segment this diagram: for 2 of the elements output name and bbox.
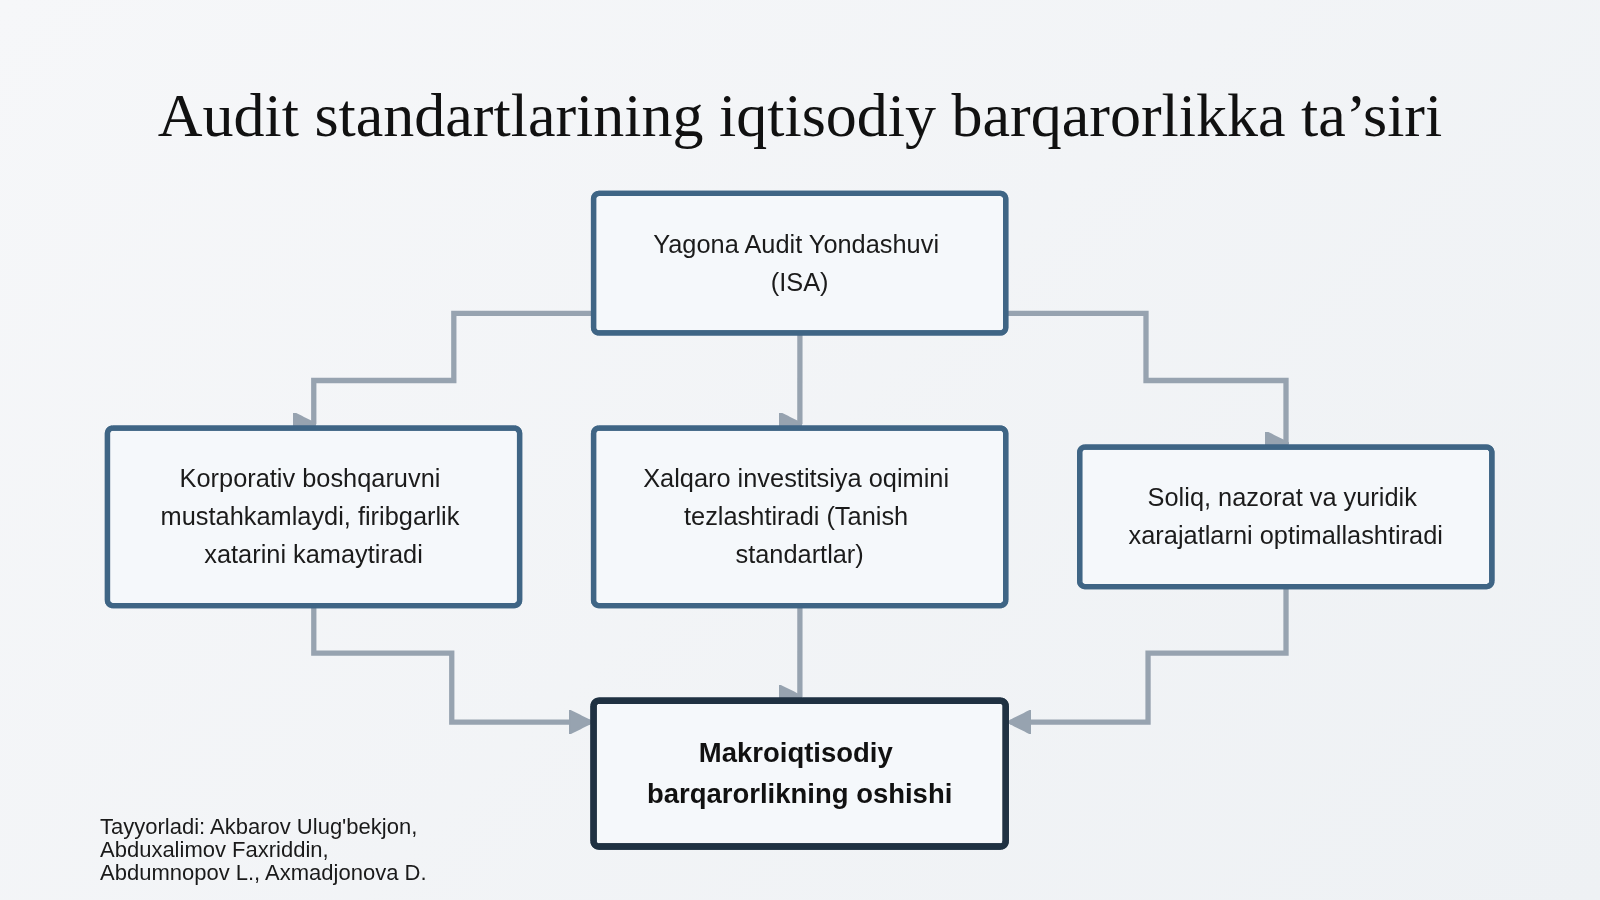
diagram-title: Audit standartlarining iqtisodiy barqarorlikka ta’siri [157,80,1443,151]
author-note: Tayyorladi: Akbarov Ulug'bekjon, Abduxalimov Faxriddin, Abdumnopov L., Axmadjonova D. [100,815,428,884]
